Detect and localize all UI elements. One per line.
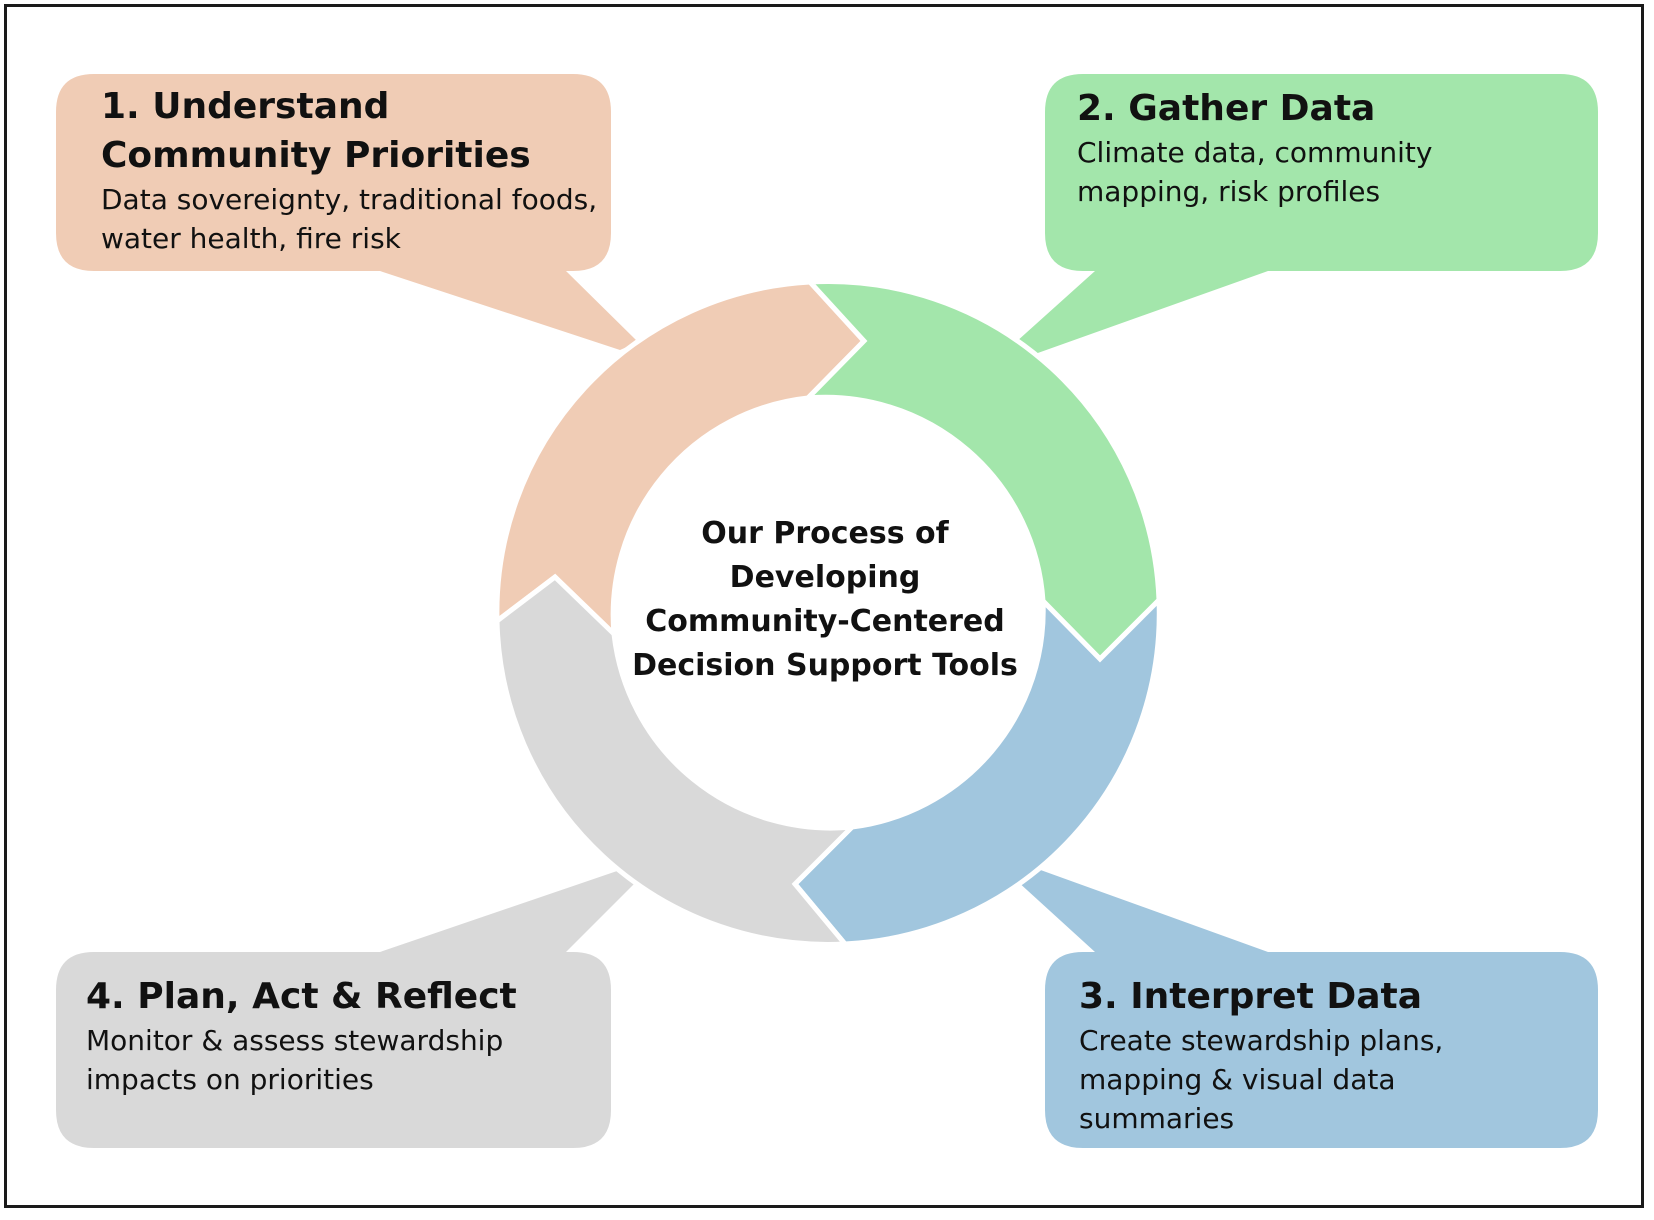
step-4-description: Monitor & assess stewardship impacts on … <box>86 1024 504 1096</box>
step-2-title: 2. Gather Data <box>1077 88 1376 129</box>
step-4-title: 4. Plan, Act & Reflect <box>86 976 517 1017</box>
center-title: Our Process of Developing Community-Cent… <box>632 516 1018 683</box>
step-3-title: 3. Interpret Data <box>1079 976 1423 1017</box>
callout-step-1 <box>56 74 638 350</box>
step-2-description: Climate data, community mapping, risk pr… <box>1077 136 1433 208</box>
callout-step-3 <box>1016 868 1598 1148</box>
step-1-text: 1. Understand Community Priorities Data … <box>101 82 601 258</box>
step-2-text: 2. Gather Data Climate data, community m… <box>1077 84 1577 211</box>
step-3-text: 3. Interpret Data Create stewardship pla… <box>1079 972 1589 1138</box>
callout-step-2 <box>1016 74 1598 354</box>
step-4-text: 4. Plan, Act & Reflect Monitor & assess … <box>86 972 601 1099</box>
step-3-description: Create stewardship plans, mapping & visu… <box>1079 1024 1444 1135</box>
callout-step-4 <box>56 870 638 1148</box>
cycle-arrow-step-3 <box>791 594 1162 947</box>
step-1-description: Data sovereignty, traditional foods, wat… <box>101 183 598 255</box>
cycle-arrow-step-4 <box>494 573 859 947</box>
step-1-title: 1. Understand Community Priorities <box>101 86 531 176</box>
diagram-frame <box>4 4 1644 1208</box>
